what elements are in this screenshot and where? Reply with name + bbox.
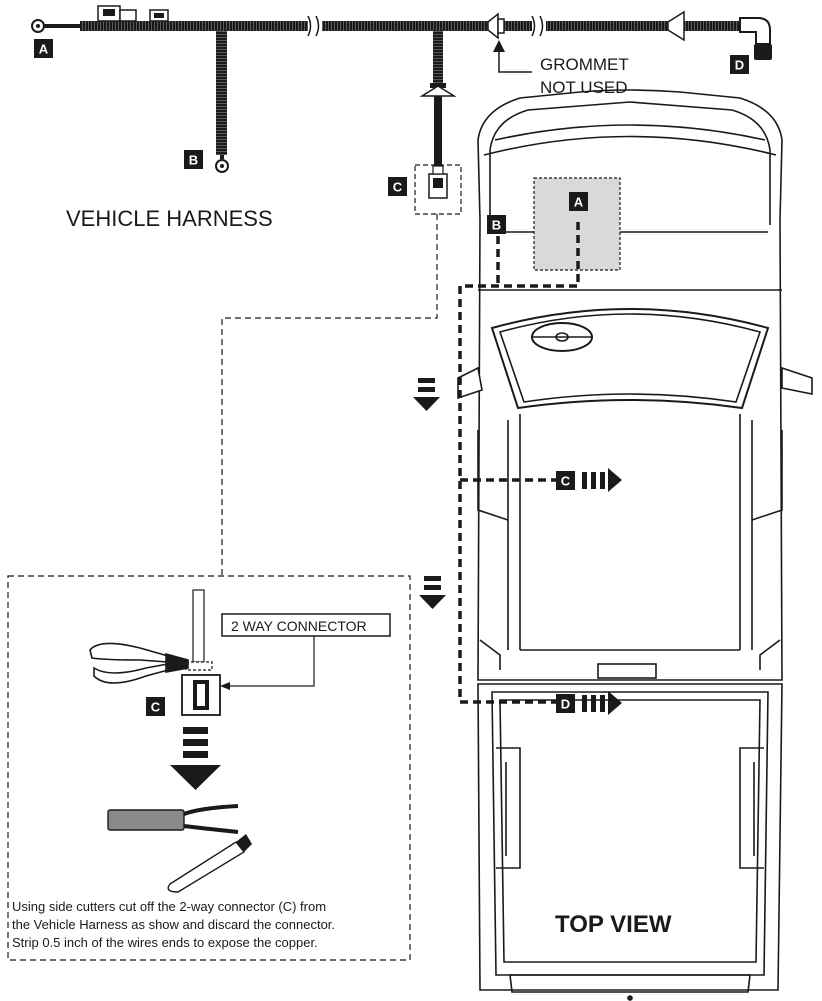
- label-b-truck: B: [487, 215, 506, 234]
- down-arrow-lower: [419, 576, 446, 609]
- down-arrow-upper: [413, 378, 440, 411]
- label-d-harness: D: [730, 55, 749, 74]
- top-view-title: TOP VIEW: [555, 911, 672, 938]
- grommet-text-line2: NOT USED: [540, 78, 628, 97]
- svg-text:C: C: [561, 474, 571, 489]
- label-c-detail: C: [146, 697, 165, 716]
- connector-pointer: [222, 636, 315, 687]
- harness-routing-path: [458, 222, 580, 704]
- svg-text:B: B: [189, 153, 198, 168]
- two-way-connector-label: 2 WAY CONNECTOR: [231, 618, 367, 634]
- stripped-wires-illustration: [107, 804, 252, 893]
- svg-text:C: C: [393, 180, 403, 195]
- grommet-text-line1: GROMMET: [540, 55, 629, 74]
- svg-text:A: A: [39, 42, 49, 57]
- detail-box: [7, 575, 411, 961]
- down-arrow-detail: [170, 727, 221, 790]
- instruction-line-2: the Vehicle Harness as show and discard …: [12, 917, 335, 932]
- two-way-connector-box: [221, 613, 391, 637]
- detail-connector-c: [181, 589, 221, 716]
- label-a-truck: A: [569, 192, 588, 211]
- svg-text:D: D: [735, 58, 744, 73]
- detail-leader: [221, 214, 438, 576]
- route-arrow-d: D: [556, 691, 622, 715]
- vehicle-harness: [31, 5, 772, 215]
- svg-text:C: C: [151, 700, 161, 715]
- instruction-line-1: Using side cutters cut off the 2-way con…: [12, 899, 326, 914]
- route-arrow-c: C: [556, 468, 622, 492]
- label-a-harness: A: [34, 39, 53, 58]
- instruction-line-3: Strip 0.5 inch of the wires ends to expo…: [12, 935, 318, 950]
- svg-text:D: D: [561, 697, 570, 712]
- side-cutters-icon: [89, 642, 189, 684]
- grommet-callout: GROMMET NOT USED: [493, 40, 629, 97]
- label-c-harness: C: [388, 177, 407, 196]
- label-b-harness: B: [184, 150, 203, 169]
- svg-text:A: A: [574, 195, 584, 210]
- vehicle-harness-title: VEHICLE HARNESS: [66, 206, 273, 231]
- svg-text:B: B: [492, 218, 501, 233]
- truck-top-view: [457, 89, 813, 1001]
